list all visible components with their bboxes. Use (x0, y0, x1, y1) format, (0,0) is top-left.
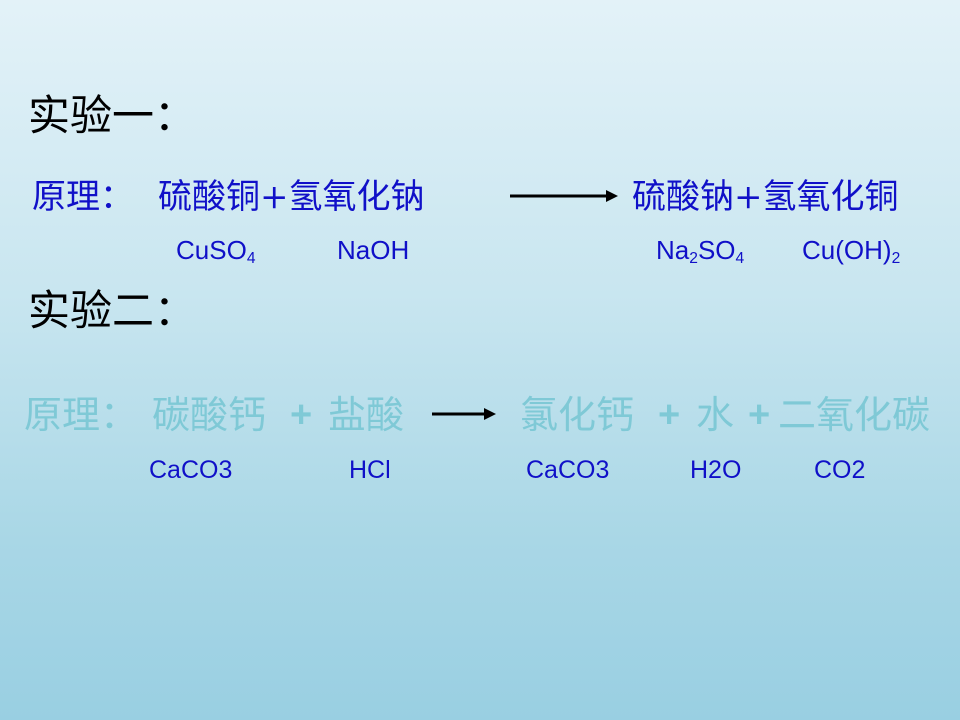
exp1-heading: 实验一： (28, 91, 197, 140)
exp2-plus-3: + (748, 394, 771, 436)
formula-caco3-product: CaCO3 (526, 456, 610, 484)
exp2-plus-2: + (658, 394, 681, 436)
formula-na2so4: Na2SO4 (656, 235, 745, 267)
exp2-arrow-icon (432, 408, 496, 420)
exp1-arrow-icon (510, 190, 618, 202)
formula-co2: CO2 (814, 456, 866, 484)
formula-caco3: CaCO3 (149, 456, 233, 484)
exp2-reactant-2: 盐酸 (328, 393, 405, 437)
formula-hcl: HCl (349, 456, 391, 484)
formula-cuso4: CuSO4 (176, 235, 256, 267)
exp2-product-3: 二氧化碳 (778, 393, 931, 437)
exp1-reactants: 硫酸铜+氢氧化钠 (158, 177, 425, 217)
formula-naoh: NaOH (337, 235, 410, 265)
exp2-product-2: 水 (696, 393, 735, 437)
exp2-product-1: 氯化钙 (520, 393, 635, 437)
exp2-reactant-1: 碳酸钙 (152, 393, 267, 437)
exp2-heading: 实验二： (28, 286, 197, 335)
formula-h2o: H2O (690, 456, 742, 484)
exp2-plus-1: + (290, 394, 313, 436)
exp1-label: 原理： (32, 177, 134, 217)
formula-cuoh2: Cu(OH)2 (802, 235, 901, 267)
exp1-products: 硫酸钠+氢氧化铜 (632, 177, 899, 217)
exp2-label: 原理： (24, 393, 139, 437)
